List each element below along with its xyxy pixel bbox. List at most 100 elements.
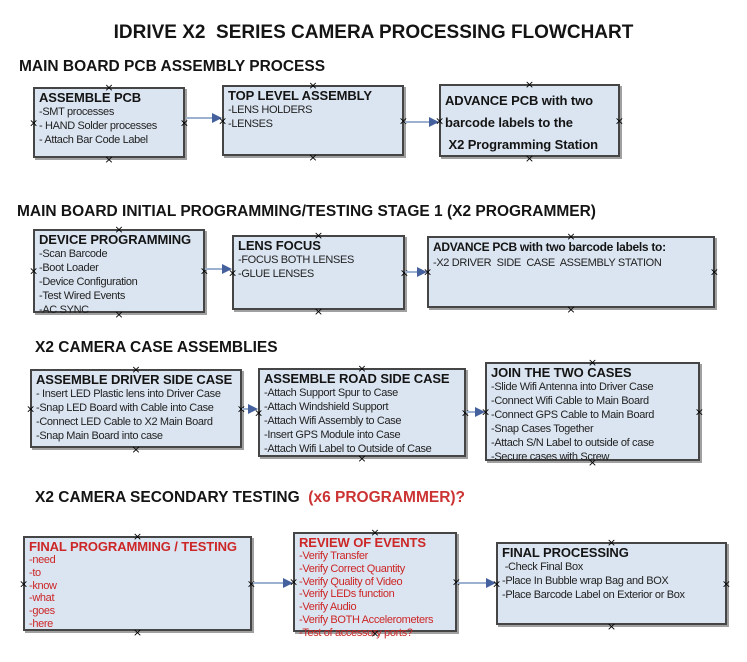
box-item: -know	[29, 579, 57, 592]
arrowhead-icon	[222, 264, 232, 274]
box-item: -Attach Wifi Label to Outside of Case	[264, 443, 432, 455]
arrowhead-icon	[283, 578, 293, 588]
box-item: -X2 DRIVER SIDE CASE ASSEMBLY STATION	[433, 257, 662, 269]
box-item: -Insert GPS Module into Case	[264, 429, 401, 441]
box-item: -Attach S/N Label to outside of case	[491, 437, 654, 449]
flow-box-assemble-road-side-case: ASSEMBLE ROAD SIDE CASE -Attach Support …	[254, 363, 470, 464]
flow-box-final-processing: FINAL PROCESSING -Check Final Box-Place …	[492, 537, 731, 632]
connection-handle-icon: ×	[721, 577, 731, 590]
connection-handle-icon: ×	[26, 402, 36, 415]
box-item: -Connect GPS Cable to Main Board	[491, 409, 655, 421]
box-item: -Verify LEDs function	[299, 588, 395, 601]
box-item: -Connect Wifi Cable to Main Board	[491, 395, 649, 407]
connection-handle-icon: ×	[29, 264, 39, 278]
arrow-line	[457, 582, 488, 584]
connection-handle-icon: ×	[104, 153, 114, 166]
box-title: JOIN THE TWO CASES	[491, 365, 632, 380]
box-title: ADVANCE PCB with two barcode labels to t…	[445, 93, 599, 152]
box-item: -Connect LED Cable to X2 Main Board	[36, 416, 213, 428]
box-item: - Attach Bar Code Label	[39, 134, 148, 146]
box-item: -Slide Wifi Antenna into Driver Case	[491, 381, 654, 393]
section-header-case-assemblies: X2 CAMERA CASE ASSEMBLIES	[35, 339, 278, 357]
flow-box-review-of-events: REVIEW OF EVENTS -Verify Transfer-Verify…	[289, 527, 461, 639]
box-item: -AC SYNC	[39, 304, 89, 316]
flow-box-advance-pcb-to-programming-station: ADVANCE PCB with two barcode labels to t…	[435, 79, 624, 164]
box-item-list: -FOCUS BOTH LENSES -GLUE LENSES	[238, 253, 399, 281]
section-header-text: X2 CAMERA SECONDARY TESTING	[35, 489, 309, 506]
box-item-list: -Scan Barcode-Boot Loader-Device Configu…	[39, 247, 199, 317]
flow-box-join-the-two-cases: JOIN THE TWO CASES -Slide Wifi Antenna i…	[481, 357, 704, 468]
flow-arrow	[205, 264, 232, 274]
box-item: -Snap LED Board with Cable into Case	[36, 402, 214, 414]
flow-arrow	[405, 267, 427, 277]
box-item-list: -need-to-know-what-goes-here	[29, 554, 246, 631]
box-title: ASSEMBLE ROAD SIDE CASE	[264, 371, 450, 386]
box-item: -SMT processes	[39, 106, 114, 118]
box-item: -Verify Correct Quantity	[299, 562, 405, 575]
box-title: ASSEMBLE PCB	[39, 90, 142, 105]
section-header-initial-programming: MAIN BOARD INITIAL PROGRAMMING/TESTING S…	[17, 203, 596, 221]
connection-handle-icon: ×	[131, 443, 141, 456]
box-item: -Device Configuration	[39, 276, 138, 288]
box-item: -to	[29, 566, 41, 579]
box-item: -Test Wired Events	[39, 290, 126, 302]
connection-handle-icon: ×	[19, 577, 29, 590]
box-item: -Snap Cases Together	[491, 423, 594, 435]
arrowhead-icon	[248, 404, 258, 414]
box-item: -LENSES	[228, 118, 273, 130]
arrow-line	[253, 582, 285, 584]
box-item-list: -SMT processes - HAND Solder processes - A…	[39, 105, 179, 147]
box-item: -here	[29, 617, 53, 630]
flow-box-assemble-pcb: ASSEMBLE PCB -SMT processes - HAND Solder…	[29, 82, 189, 165]
box-item: -Snap Main Board into case	[36, 430, 163, 442]
flow-arrow	[186, 113, 222, 123]
arrow-line	[405, 271, 419, 273]
arrow-line	[242, 408, 250, 410]
flow-arrow	[242, 404, 258, 414]
box-item: -FOCUS BOTH LENSES	[238, 254, 354, 266]
box-item: -Place In Bubble wrap Bag and BOX	[502, 575, 669, 587]
connection-handle-icon: ×	[614, 114, 624, 127]
arrow-line	[186, 117, 214, 119]
connection-handle-icon: ×	[308, 151, 318, 164]
flow-box-advance-pcb-to-case-assembly: ADVANCE PCB with two barcode labels to: …	[423, 231, 719, 315]
arrow-line	[405, 121, 431, 123]
section-header-text: MAIN BOARD PCB ASSEMBLY PROCESS	[19, 58, 326, 75]
arrowhead-icon	[486, 578, 496, 588]
connection-handle-icon: ×	[357, 452, 367, 465]
box-item: -what	[29, 592, 55, 605]
box-item: - HAND Solder processes	[39, 120, 157, 132]
box-item: -Place Barcode Label on Exterior or Box	[502, 589, 685, 601]
arrowhead-icon	[475, 407, 485, 417]
box-item: -Attach Windshield Support	[264, 401, 389, 413]
box-item: -Verify BOTH Accelerometers	[299, 613, 434, 626]
box-item: -Verify Quality of Video	[299, 575, 403, 588]
box-title: DEVICE PROGRAMMING	[39, 232, 192, 247]
section-header-pcb-assembly: MAIN BOARD PCB ASSEMBLY PROCESS	[19, 58, 325, 76]
arrow-line	[205, 268, 224, 270]
box-title: ADVANCE PCB with two barcode labels to:	[433, 240, 666, 254]
box-item: -Boot Loader	[39, 262, 99, 274]
connection-handle-icon: ×	[606, 620, 617, 633]
box-item: -Attach Wifi Assembly to Case	[264, 415, 402, 427]
section-header-suffix: (x6 PROGRAMMER)?	[308, 489, 466, 506]
connection-handle-icon: ×	[524, 152, 535, 165]
box-item: -need	[29, 554, 56, 566]
box-item: -Secure cases with Screw	[491, 451, 610, 463]
box-item-list: -Verify Transfer-Verify Correct Quantity…	[299, 550, 451, 640]
connection-handle-icon: ×	[709, 265, 719, 279]
box-item: -goes	[29, 605, 55, 618]
section-header-text: X2 CAMERA CASE ASSEMBLIES	[35, 339, 278, 356]
section-header-text: MAIN BOARD INITIAL PROGRAMMING/TESTING S…	[17, 203, 596, 220]
box-item-list: -X2 DRIVER SIDE CASE ASSEMBLY STATION	[433, 256, 709, 270]
box-title: REVIEW OF EVENTS	[299, 535, 426, 550]
flow-arrow	[253, 578, 293, 588]
box-item: -Verify Transfer	[299, 550, 368, 562]
connection-handle-icon: ×	[313, 305, 324, 318]
box-item: -GLUE LENSES	[238, 268, 314, 280]
box-item-list: -LENS HOLDERS-LENSES	[228, 103, 398, 131]
connection-handle-icon: ×	[694, 405, 704, 418]
box-title: FINAL PROCESSING	[502, 545, 629, 560]
box-item-list: -Attach Support Spur to Case-Attach Wind…	[264, 386, 460, 456]
